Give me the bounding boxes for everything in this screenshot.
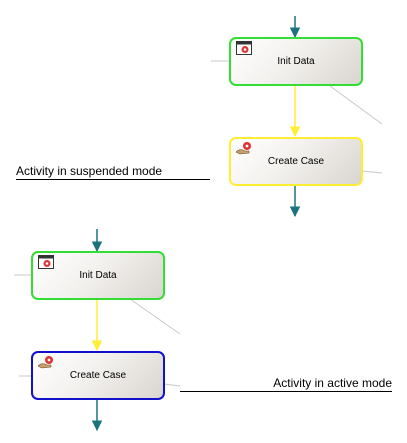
- hand-gear-icon: [38, 356, 53, 369]
- data-window-icon: [38, 255, 54, 269]
- activity-create-case-suspended[interactable]: Create Case: [229, 137, 363, 186]
- activity-label: Create Case: [267, 156, 325, 167]
- connector-line: [129, 298, 181, 335]
- caption-suspended-mode: Activity in suspended mode: [16, 164, 210, 180]
- activity-init-data-bottom[interactable]: Init Data: [31, 251, 165, 300]
- connector-stub: [163, 383, 181, 387]
- activity-create-case-active[interactable]: Create Case: [31, 351, 165, 400]
- hand-gear-icon: [236, 142, 251, 155]
- caption-active-mode: Activity in active mode: [180, 376, 392, 392]
- activity-label: Init Data: [277, 56, 315, 67]
- activity-init-data-top[interactable]: Init Data: [229, 37, 363, 86]
- activity-label: Init Data: [79, 270, 117, 281]
- connector-line: [329, 85, 383, 125]
- activity-label: Create Case: [69, 370, 127, 381]
- connector-stub: [361, 170, 383, 174]
- data-window-icon: [236, 41, 252, 55]
